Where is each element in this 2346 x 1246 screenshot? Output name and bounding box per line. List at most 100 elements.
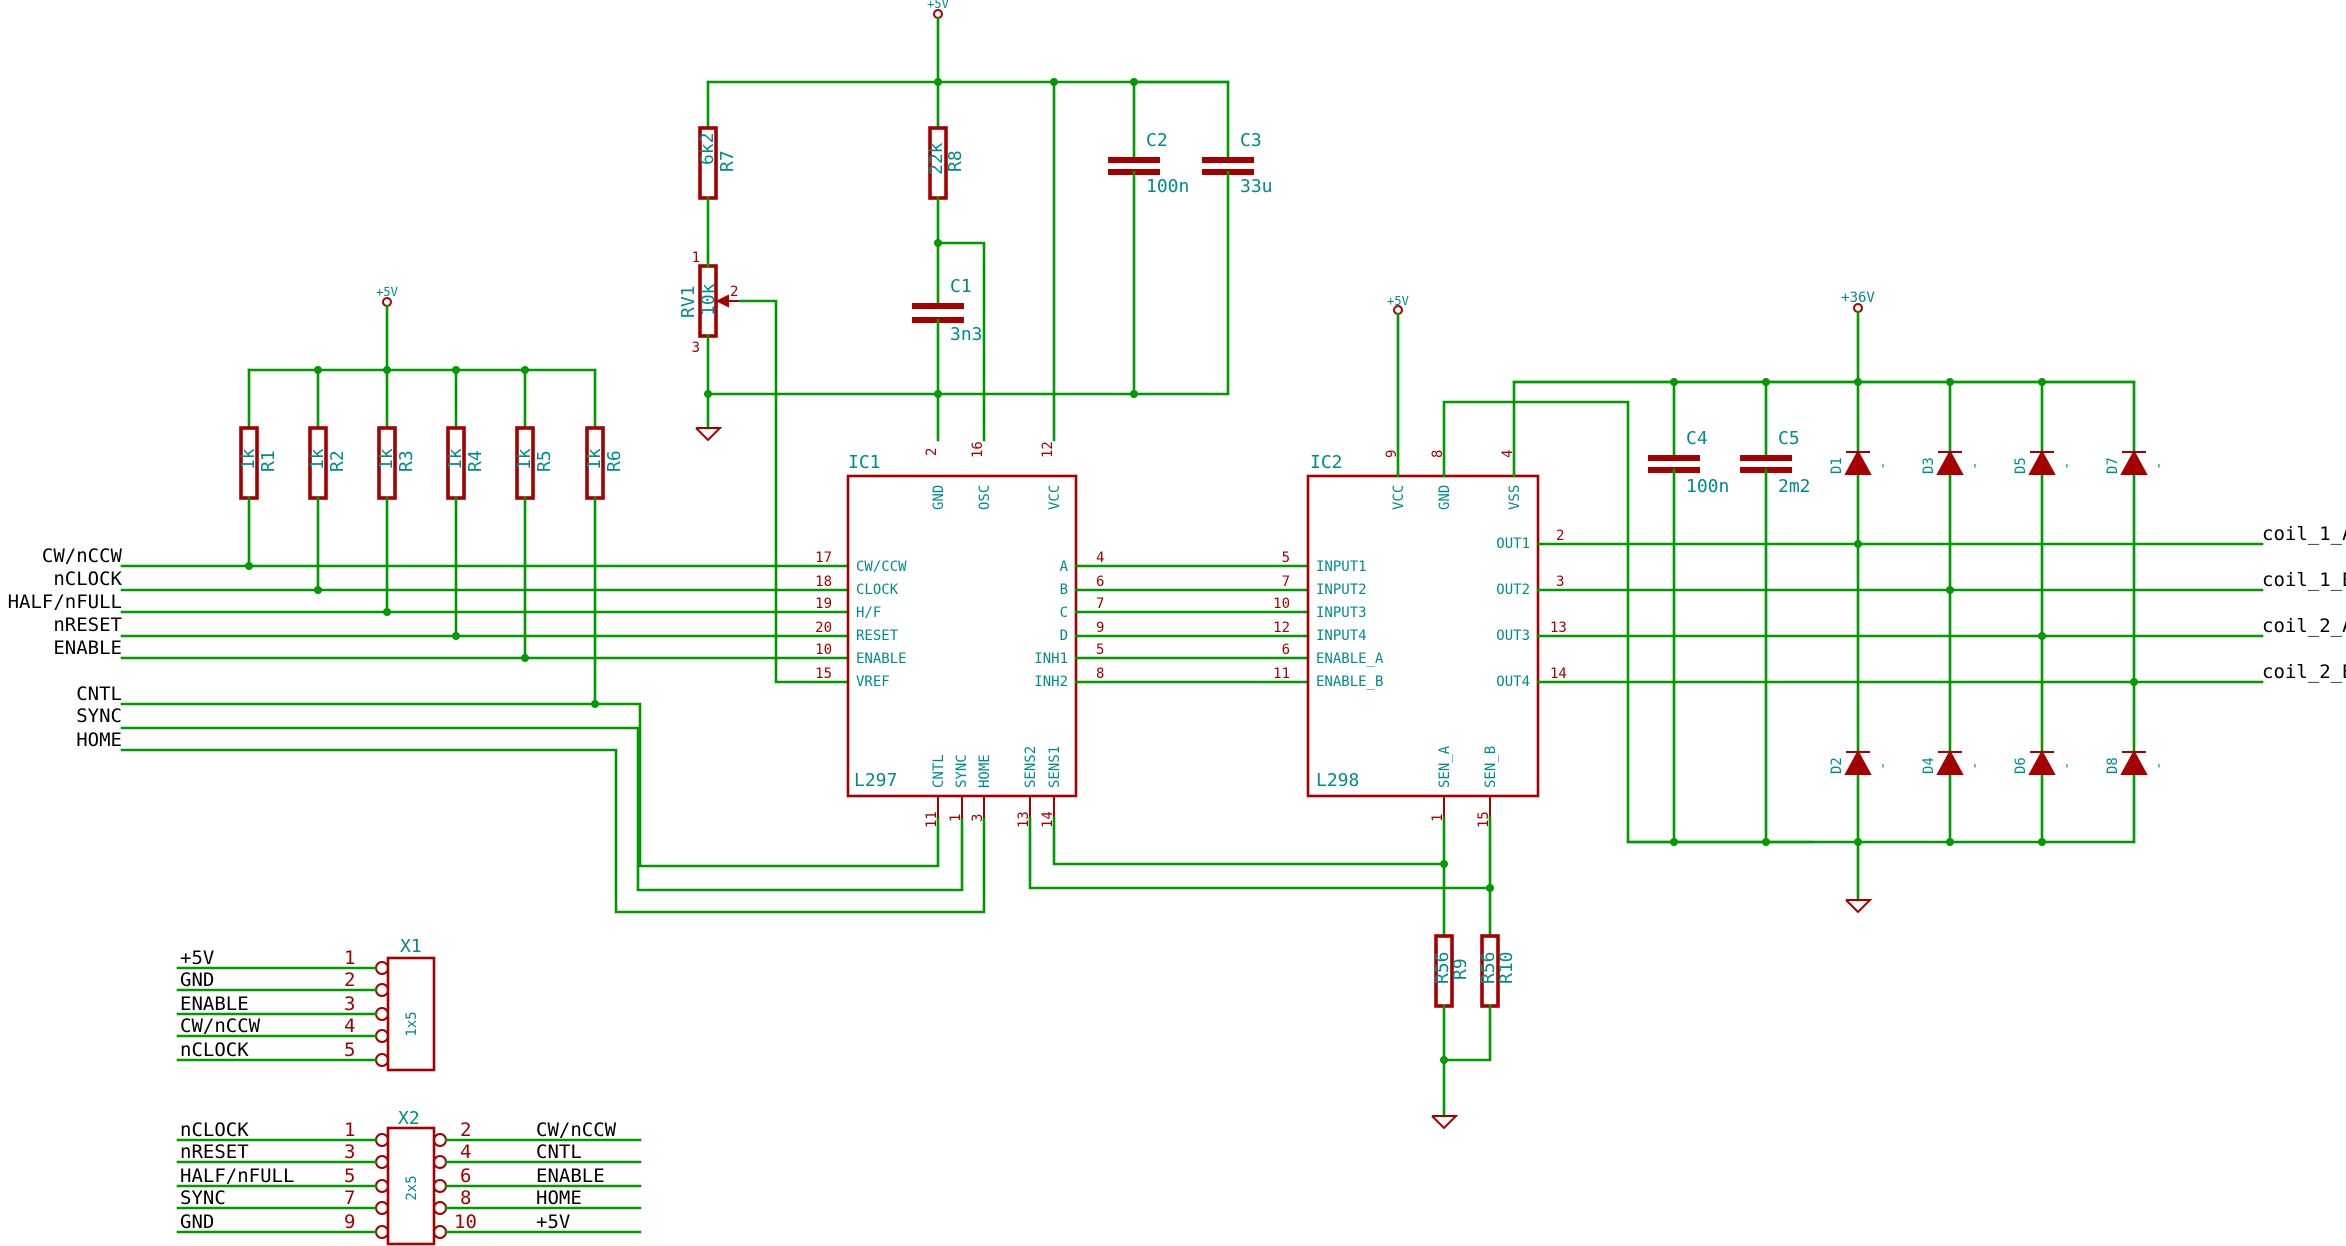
ic2-pin-name: INPUT4 bbox=[1316, 628, 1367, 644]
ic2-pin-name: VSS bbox=[1507, 485, 1523, 510]
diode-d5 bbox=[2028, 449, 2056, 475]
d5-value: - bbox=[2059, 462, 2075, 470]
ic1-pin-name: GND bbox=[931, 485, 947, 510]
ic1-pin-num: 2 bbox=[924, 448, 940, 456]
power-label-5v-left: +5V bbox=[376, 285, 398, 299]
r9-value: R56 bbox=[1432, 951, 1453, 984]
ic1-pin-name: D bbox=[1060, 628, 1068, 644]
net-label-cw-nccw: CW/nCCW bbox=[42, 545, 123, 567]
r5-ref: R5 bbox=[534, 450, 555, 472]
ic1-pin-name: B bbox=[1060, 582, 1068, 598]
power-label-5v-ic2: +5V bbox=[1387, 294, 1409, 308]
d1-value: - bbox=[1875, 462, 1891, 470]
r8-value: 22k bbox=[926, 142, 947, 175]
ic1-pin-num: 5 bbox=[1096, 642, 1104, 658]
ic2-pin-num: 15 bbox=[1476, 811, 1492, 828]
c1-ref: C1 bbox=[950, 276, 972, 297]
ic2-part: L298 bbox=[1316, 770, 1359, 791]
ic2-pin-name: INPUT3 bbox=[1316, 605, 1367, 621]
ic2-pin-num: 14 bbox=[1550, 666, 1567, 682]
ic1-pin-name: HOME bbox=[977, 754, 993, 788]
ic2-pin-num: 11 bbox=[1273, 666, 1290, 682]
output-stage: +36V C4 100n C5 2m2 bbox=[1512, 290, 2346, 914]
ic1-pin-num: 12 bbox=[1040, 441, 1056, 458]
net-label-coil-2-a: coil_2_A bbox=[2262, 615, 2346, 637]
d2-value: - bbox=[1875, 762, 1891, 770]
d3-value: - bbox=[1967, 462, 1983, 470]
d5-ref: D5 bbox=[2013, 457, 2029, 474]
x2-ref: X2 bbox=[398, 1108, 420, 1129]
ic2-pin-name: INPUT1 bbox=[1316, 559, 1367, 575]
rv1-pin2: 2 bbox=[730, 284, 738, 300]
r1-value: 1k bbox=[238, 448, 259, 470]
ic1-pin-num: 3 bbox=[970, 814, 986, 822]
ic1-pin-name: RESET bbox=[856, 628, 899, 644]
ic1-pin-num: 10 bbox=[815, 642, 832, 658]
x2-pin-num: 8 bbox=[460, 1187, 471, 1209]
c3-value: 33u bbox=[1240, 176, 1273, 197]
d8-value: - bbox=[2151, 762, 2167, 770]
x2-net-label: SYNC bbox=[180, 1187, 226, 1209]
ic2-pin-name: OUT2 bbox=[1496, 582, 1530, 598]
ic1-pin-name: CW/CCW bbox=[856, 559, 907, 575]
x2-net-label: HOME bbox=[536, 1187, 582, 1209]
diode-d1 bbox=[1844, 449, 1872, 475]
ic2-pin-num: 12 bbox=[1273, 620, 1290, 636]
ground-symbol-sense bbox=[1431, 1115, 1459, 1130]
x2-value: 2x5 bbox=[404, 1175, 420, 1200]
ic1-pin-num: 6 bbox=[1096, 574, 1104, 590]
d7-value: - bbox=[2151, 462, 2167, 470]
net-label-coil-2-b: coil_2_B bbox=[2262, 661, 2346, 683]
x2-net-label: GND bbox=[180, 1211, 214, 1233]
ic1-pin-num: 4 bbox=[1096, 550, 1104, 566]
ic1-l297: IC1 L297 17 CW/CCW 18 CLOCK 19 H/F 20 RE… bbox=[815, 441, 1104, 828]
x2-pin-num: 7 bbox=[344, 1187, 355, 1209]
ic1-pin-name: ENABLE bbox=[856, 651, 907, 667]
rv1-ref: RV1 bbox=[678, 285, 699, 318]
power-label-5v-top: +5V bbox=[927, 0, 949, 11]
x2-pin-num: 9 bbox=[344, 1211, 355, 1233]
ic1-pin-name: INH2 bbox=[1034, 674, 1068, 690]
d6-ref: D6 bbox=[2013, 757, 2029, 774]
c5-value: 2m2 bbox=[1778, 476, 1811, 497]
ic2-pin-name: ENABLE_A bbox=[1316, 651, 1384, 667]
ic1-pin-name: C bbox=[1060, 605, 1068, 621]
ground-symbol-rv1 bbox=[695, 427, 723, 442]
x2-pin-num: 10 bbox=[454, 1211, 477, 1233]
ic2-pin-name: GND bbox=[1437, 485, 1453, 510]
x2-pin-num: 5 bbox=[344, 1165, 355, 1187]
r3-value: 1k bbox=[376, 448, 397, 470]
ic1-pin-num: 16 bbox=[970, 441, 986, 458]
pullup-resistor-bank: +5V 1k R1 1k R2 1k R3 1k R4 bbox=[238, 285, 625, 708]
ic1-pin-name: SYNC bbox=[954, 754, 970, 788]
ic2-pin-num: 7 bbox=[1282, 574, 1290, 590]
x2-net-label: nRESET bbox=[180, 1141, 249, 1163]
ic2-l298: IC2 L298 +5V 5 INPUT1 7 INPUT2 10 INPUT3… bbox=[1273, 294, 2136, 844]
c2-value: 100n bbox=[1146, 176, 1189, 197]
ic1-pin-name: CNTL bbox=[931, 754, 947, 788]
r8-ref: R8 bbox=[945, 150, 966, 172]
c3-ref: C3 bbox=[1240, 130, 1262, 151]
ic1-pin-name: SENS2 bbox=[1023, 746, 1039, 788]
net-label-sync: SYNC bbox=[76, 705, 122, 727]
ic1-pin-num: 11 bbox=[924, 811, 940, 828]
ic2-pin-num: 4 bbox=[1500, 450, 1516, 458]
x1-net-label: nCLOCK bbox=[180, 1039, 249, 1061]
r4-ref: R4 bbox=[465, 450, 486, 472]
diode-d4 bbox=[1936, 749, 1964, 775]
ic2-pin-name: VCC bbox=[1391, 485, 1407, 510]
r3-ref: R3 bbox=[396, 450, 417, 472]
diode-d3 bbox=[1936, 449, 1964, 475]
r6-value: 1k bbox=[584, 448, 605, 470]
top-supply-section: +5V 6k2 R7 1 2 3 RV1 10k bbox=[678, 0, 1273, 684]
ic1-pin-name: A bbox=[1060, 559, 1069, 575]
d6-value: - bbox=[2059, 762, 2075, 770]
ic2-pin-name: SEN_B bbox=[1483, 746, 1499, 788]
ic1-ref: IC1 bbox=[848, 452, 881, 473]
sense-resistors: R56 R9 R56 R10 bbox=[1431, 816, 1517, 1130]
ic1-pin-name: INH1 bbox=[1034, 651, 1068, 667]
power-label-36v: +36V bbox=[1841, 290, 1875, 306]
ic1-pin-num: 19 bbox=[815, 596, 832, 612]
ground-symbol-output bbox=[1845, 899, 1873, 914]
